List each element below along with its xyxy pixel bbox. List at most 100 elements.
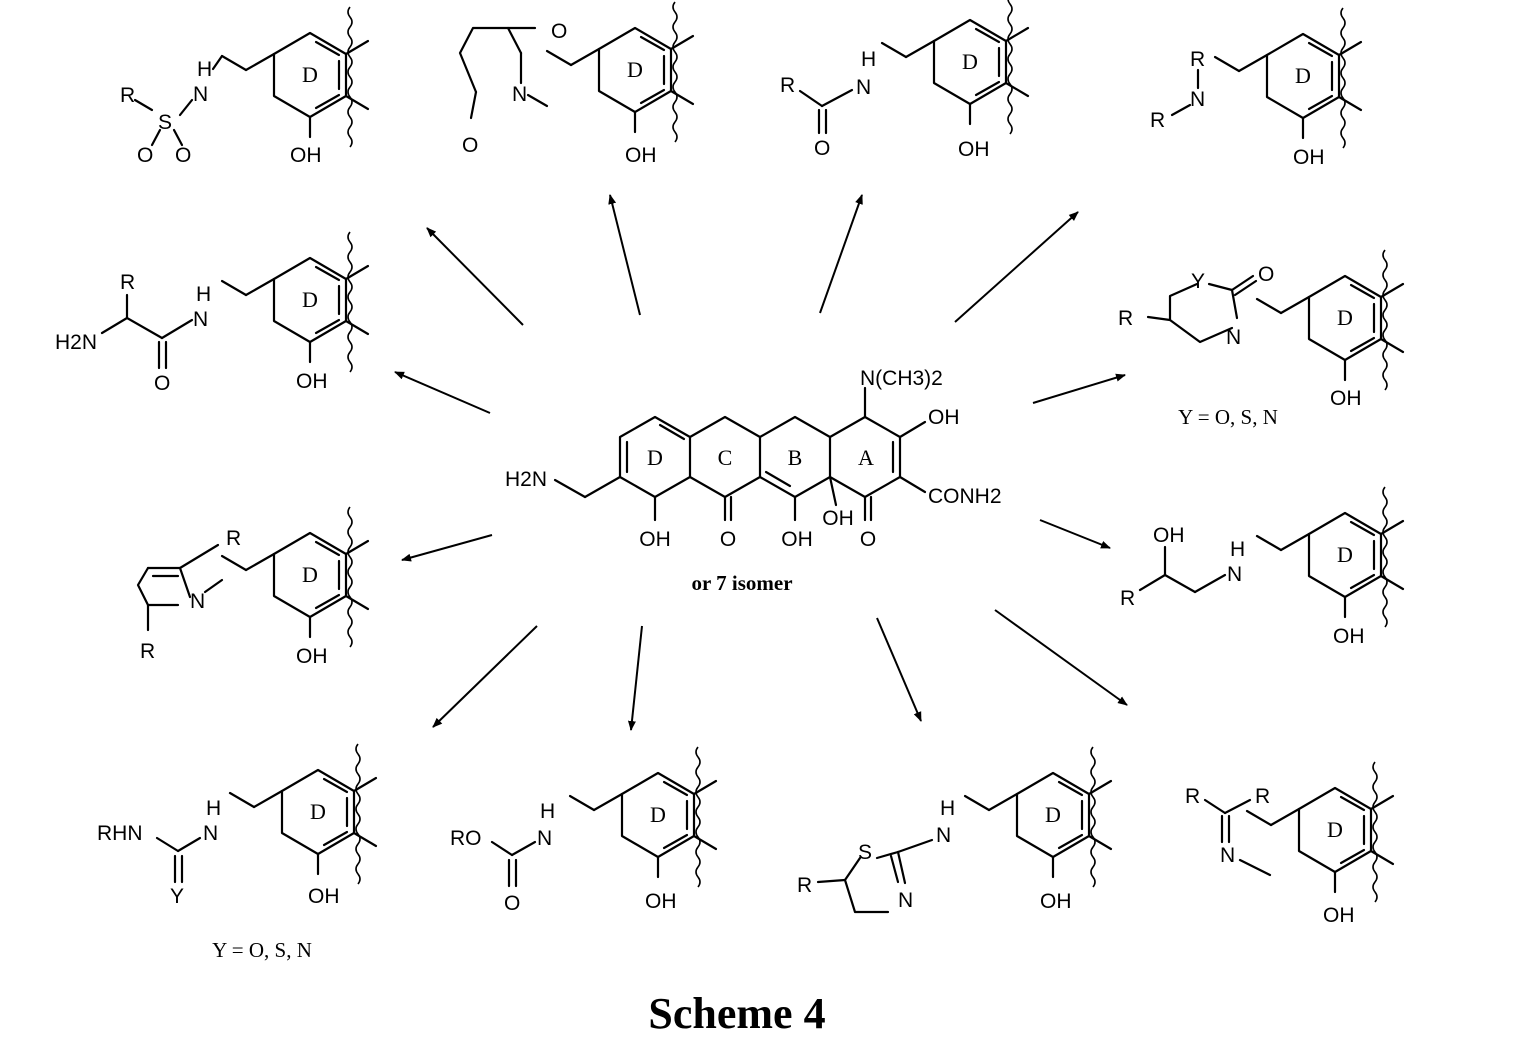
p8-oh2: OH	[1333, 625, 1365, 648]
p4-oh: OH	[1293, 146, 1325, 169]
p5-n: N	[193, 308, 208, 331]
p8-oh1: OH	[1153, 524, 1185, 547]
p1-o2: O	[175, 144, 191, 167]
product-thiazole: S H N R N OH D	[797, 747, 1111, 913]
p4-n: N	[1190, 88, 1205, 111]
ring-label-c: C	[718, 445, 733, 470]
core-caption: or 7 isomer	[691, 571, 792, 595]
p2-o1: O	[551, 20, 567, 43]
p7-r2: R	[140, 640, 155, 663]
p12-r1: R	[1185, 785, 1200, 808]
p10-h: H	[540, 800, 555, 823]
p7-d: D	[302, 562, 318, 587]
p1-s: S	[158, 111, 172, 134]
core-o-1: O	[860, 528, 876, 551]
p1-n: N	[193, 83, 208, 106]
core-molecule: D C B A H2N N(CH3)2 OH CONH2 OH O OH OH …	[505, 367, 1002, 595]
p9-note: Y = O, S, N	[212, 938, 312, 962]
p3-r: R	[780, 74, 795, 97]
p10-n: N	[537, 827, 552, 850]
p6-y: Y	[1191, 270, 1205, 293]
p3-o: O	[814, 137, 830, 160]
product-urea: RHN H N Y OH D Y = O, S, N	[97, 744, 376, 962]
p11-s: S	[858, 841, 872, 864]
p1-o1: O	[137, 144, 153, 167]
p12-n: N	[1220, 844, 1235, 867]
p4-r1: R	[1190, 48, 1205, 71]
p10-ro: RO	[450, 827, 482, 850]
product-oxazolidinone: Y O R N OH D Y = O, S, N	[1118, 250, 1403, 429]
core-oh-12a: OH	[822, 507, 854, 530]
core-oh-10: OH	[639, 528, 671, 551]
p7-n: N	[190, 590, 205, 613]
p12-r2: R	[1255, 785, 1270, 808]
arrow-to-amino-acid-amide	[395, 372, 490, 413]
product-tertiary-amine: R N R OH D	[1150, 8, 1361, 169]
p5-d: D	[302, 287, 318, 312]
p1-h: H	[197, 58, 212, 81]
arrow-to-thiazole	[877, 618, 921, 721]
p5-o: O	[154, 372, 170, 395]
p6-note: Y = O, S, N	[1178, 405, 1278, 429]
p8-d: D	[1337, 542, 1353, 567]
arrow-to-carbamate	[631, 626, 642, 730]
p6-o: O	[1258, 263, 1274, 286]
p1-r: R	[120, 84, 135, 107]
p11-d: D	[1045, 802, 1061, 827]
arrow-to-urea	[433, 626, 537, 727]
product-succinimide: O N O OH D	[460, 2, 693, 167]
p4-d: D	[1295, 63, 1311, 88]
p7-oh: OH	[296, 645, 328, 668]
p3-oh: OH	[958, 138, 990, 161]
product-carbamate: RO H N O OH D	[450, 747, 716, 915]
p4-r2: R	[1150, 109, 1165, 132]
p2-o2: O	[462, 134, 478, 157]
arrow-to-amide	[820, 195, 862, 313]
p10-d: D	[650, 802, 666, 827]
p6-oh: OH	[1330, 387, 1362, 410]
p5-h2n: H2N	[55, 331, 97, 354]
ring-label-b: B	[788, 445, 803, 470]
ring-label-d: D	[647, 445, 663, 470]
core-dimethylamino: N(CH3)2	[860, 367, 943, 390]
arrow-to-succinimide	[610, 195, 640, 315]
p11-oh: OH	[1040, 890, 1072, 913]
arrow-to-sulfonamide	[427, 228, 523, 325]
p11-h: H	[940, 797, 955, 820]
p9-rhn: RHN	[97, 822, 143, 845]
p3-d: D	[962, 49, 978, 74]
p5-oh: OH	[296, 370, 328, 393]
scheme-title: Scheme 4	[648, 989, 825, 1038]
p8-r: R	[1120, 587, 1135, 610]
p6-d: D	[1337, 305, 1353, 330]
p11-n2: N	[898, 889, 913, 912]
arrow-to-amino-alcohol	[1040, 520, 1110, 548]
arrow-to-tertiary-amine	[955, 212, 1078, 322]
p6-r: R	[1118, 307, 1133, 330]
product-imine: R R N OH D	[1185, 762, 1393, 927]
product-amino-alcohol: OH H N R OH D	[1120, 487, 1403, 648]
p9-h: H	[206, 797, 221, 820]
p12-d: D	[1327, 817, 1343, 842]
p9-d: D	[310, 799, 326, 824]
core-o-11: O	[720, 528, 736, 551]
core-oh-12: OH	[781, 528, 813, 551]
p9-oh: OH	[308, 885, 340, 908]
p8-n: N	[1227, 563, 1242, 586]
p11-r: R	[797, 874, 812, 897]
p2-d: D	[627, 57, 643, 82]
p11-n1: N	[936, 824, 951, 847]
core-conh2: CONH2	[928, 485, 1002, 508]
p6-n: N	[1226, 326, 1241, 349]
product-amino-acid-amide: R H2N H N O OH D	[55, 232, 368, 395]
arrow-to-pyrrole	[402, 535, 492, 560]
product-sulfonamide: R S H N O O OH D	[120, 7, 368, 167]
p5-h: H	[196, 283, 211, 306]
arrow-to-imine	[995, 610, 1127, 705]
p1-d: D	[302, 62, 318, 87]
ring-label-a: A	[858, 445, 874, 470]
p2-n: N	[512, 83, 527, 106]
p8-h: H	[1230, 538, 1245, 561]
p7-r1: R	[226, 527, 241, 550]
